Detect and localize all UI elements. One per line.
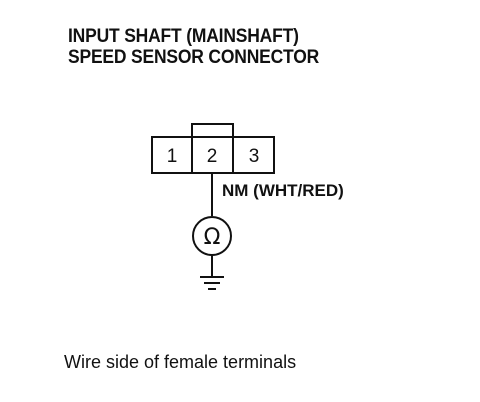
pin-2-label: 2	[207, 146, 218, 167]
connector-title: INPUT SHAFT (MAINSHAFT) SPEED SENSOR CON…	[68, 26, 319, 68]
pin-3-label: 3	[249, 146, 260, 167]
ground-icon	[200, 276, 224, 290]
title-line-1: INPUT SHAFT (MAINSHAFT)	[68, 26, 299, 47]
title-line-2: SPEED SENSOR CONNECTOR	[68, 47, 320, 68]
diagram-caption: Wire side of female terminals	[64, 352, 297, 372]
pin-1-label: 1	[167, 146, 178, 167]
ohmmeter-icon: Ω	[192, 216, 232, 256]
connector-lock-tab	[191, 123, 234, 137]
wire-label: NM (WHT/RED)	[222, 181, 344, 200]
ohm-symbol: Ω	[204, 225, 221, 250]
